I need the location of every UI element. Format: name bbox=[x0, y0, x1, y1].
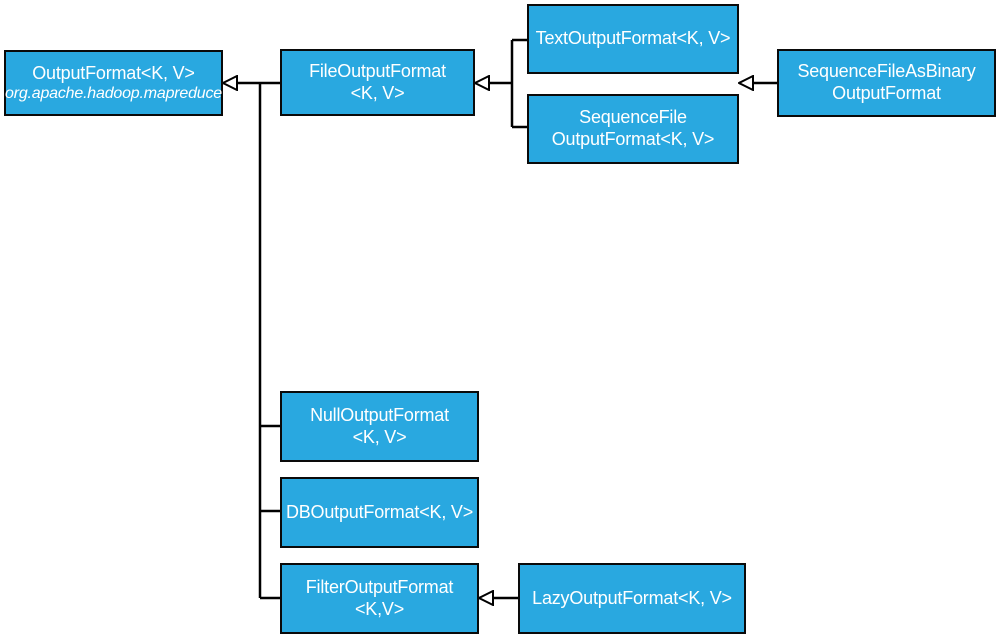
file-output-format-type-params: <K, V> bbox=[350, 82, 405, 103]
output-format-label: OutputFormat<K, V> bbox=[32, 62, 195, 83]
lazy-output-format-label: LazyOutputFormat<K, V> bbox=[532, 587, 732, 608]
text-output-format-label: TextOutputFormat<K, V> bbox=[535, 28, 731, 49]
null-output-format-box: NullOutputFormat <K, V> bbox=[280, 391, 479, 462]
filter-output-format-label: FilterOutputFormat bbox=[305, 576, 454, 597]
null-output-format-type-params: <K, V> bbox=[352, 426, 407, 447]
text-output-format-box: TextOutputFormat<K, V> bbox=[527, 4, 739, 74]
sequence-file-as-binary-output-format-label: SequenceFileAsBinary bbox=[797, 61, 976, 82]
filter-output-format-box: FilterOutputFormat <K,V> bbox=[280, 563, 479, 634]
sequence-file-output-format-box: SequenceFile OutputFormat<K, V> bbox=[527, 94, 739, 164]
sequence-file-output-format-label: SequenceFile bbox=[579, 107, 687, 128]
output-format-package-label: org.apache.hadoop.mapreduce bbox=[5, 85, 222, 103]
db-output-format-box: DBOutputFormat<K, V> bbox=[280, 477, 479, 548]
sequence-file-as-binary-output-format-label-line2: OutputFormat bbox=[832, 83, 941, 103]
file-output-format-label: FileOutputFormat bbox=[309, 60, 446, 81]
filter-output-format-type-params: <K,V> bbox=[354, 598, 405, 619]
output-format-box: OutputFormat<K, V> org.apache.hadoop.map… bbox=[4, 50, 223, 116]
sequence-file-as-binary-output-format-box: SequenceFileAsBinary OutputFormat bbox=[777, 49, 996, 117]
file-output-format-box: FileOutputFormat <K, V> bbox=[280, 49, 475, 116]
null-output-format-label: NullOutputFormat bbox=[310, 404, 449, 425]
sequence-file-output-format-label-line2: OutputFormat<K, V> bbox=[551, 129, 715, 149]
lazy-output-format-box: LazyOutputFormat<K, V> bbox=[518, 563, 746, 634]
db-output-format-label: DBOutputFormat<K, V> bbox=[285, 501, 474, 522]
